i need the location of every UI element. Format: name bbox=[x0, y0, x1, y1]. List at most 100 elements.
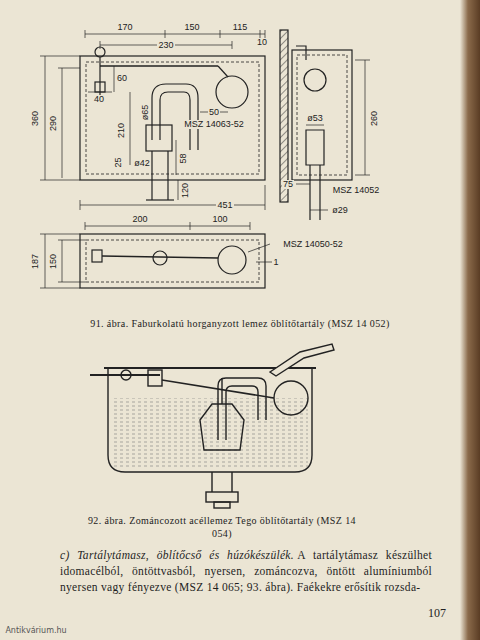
dimension-label: 187 bbox=[32, 252, 41, 269]
front-view bbox=[218, 66, 228, 77]
front-view bbox=[146, 199, 174, 200]
plan-view bbox=[190, 222, 191, 230]
tego-tank bbox=[148, 370, 162, 386]
plan-view bbox=[248, 244, 270, 252]
dimension-label: 360 bbox=[32, 109, 41, 126]
tego-tank bbox=[270, 344, 334, 376]
dimension-label: 200 bbox=[131, 215, 148, 224]
watermark: Antikvárium.hu bbox=[5, 627, 66, 635]
dimension-label: 170 bbox=[116, 23, 133, 32]
plan-view bbox=[92, 250, 102, 262]
front-view bbox=[152, 84, 198, 150]
front-view bbox=[146, 125, 172, 151]
figure-caption: 91. ábra. Faburkolatú horganyzott lemez … bbox=[50, 317, 430, 331]
side-view bbox=[365, 60, 366, 175]
dimension-label: 290 bbox=[50, 114, 59, 131]
side-view bbox=[304, 69, 326, 91]
dimension-label: 115 bbox=[232, 23, 248, 32]
dimension-lines bbox=[85, 34, 265, 35]
dimension-label: 150 bbox=[183, 23, 200, 32]
front-view bbox=[80, 47, 265, 200]
tego-tank bbox=[90, 374, 160, 376]
dimension-lines bbox=[85, 30, 86, 38]
body-paragraph: c) Tartálytámasz, öblítőcső és húzókészü… bbox=[60, 547, 432, 595]
tego-tank bbox=[90, 344, 334, 508]
side-view bbox=[296, 46, 306, 60]
plan-view bbox=[250, 222, 251, 230]
dimension-label: 100 bbox=[211, 215, 228, 224]
tego-tank bbox=[274, 381, 308, 415]
dimension-label: 60 bbox=[116, 74, 128, 83]
plan-view bbox=[86, 240, 259, 282]
dimension-lines bbox=[80, 205, 265, 206]
dimension-lines bbox=[80, 200, 81, 210]
dimension-label: ø42 bbox=[133, 159, 151, 168]
dimension-label: 150 bbox=[50, 252, 59, 269]
tego-tank bbox=[200, 404, 244, 450]
dimension-lines bbox=[40, 56, 80, 57]
dimension-lines bbox=[114, 66, 115, 92]
front-view bbox=[216, 76, 248, 108]
dimension-label: 10 bbox=[256, 38, 268, 47]
plan-view bbox=[85, 222, 86, 230]
dimension-lines bbox=[100, 41, 101, 49]
dimension-lines bbox=[232, 41, 233, 49]
side-view bbox=[306, 130, 324, 165]
dimension-lines bbox=[45, 56, 46, 180]
front-view bbox=[100, 65, 218, 67]
dimension-lines bbox=[62, 68, 63, 178]
dimension-label: MSZ 14063-52 bbox=[183, 120, 245, 129]
plan-view bbox=[40, 234, 80, 235]
side-view bbox=[280, 30, 288, 202]
side-view bbox=[355, 60, 370, 61]
front-view bbox=[80, 56, 265, 180]
dimension-lines bbox=[58, 68, 80, 69]
plan-view bbox=[45, 234, 46, 288]
dimension-lines bbox=[40, 180, 80, 181]
side-view bbox=[297, 55, 347, 175]
dimension-lines bbox=[40, 30, 265, 210]
side-view bbox=[310, 210, 328, 211]
dimension-label: 260 bbox=[371, 109, 380, 126]
dimension-label: 120 bbox=[182, 181, 191, 198]
dimension-lines bbox=[265, 185, 266, 210]
tego-tank bbox=[108, 368, 312, 472]
dimension-lines bbox=[165, 30, 166, 38]
front-view bbox=[86, 62, 259, 174]
plan-view bbox=[58, 282, 86, 283]
dimension-label: ø65 bbox=[141, 103, 150, 121]
side-view bbox=[310, 165, 320, 220]
tego-tank bbox=[112, 398, 308, 468]
side-view bbox=[355, 175, 370, 176]
plan-view bbox=[153, 251, 167, 265]
tego-tank bbox=[206, 492, 238, 502]
dimension-label: MSZ 14052 bbox=[332, 186, 381, 195]
dimension-lines bbox=[88, 92, 112, 93]
dimension-lines bbox=[178, 180, 179, 200]
tego-tank bbox=[214, 502, 230, 508]
front-view bbox=[99, 57, 100, 95]
dimension-label: 1 bbox=[272, 258, 279, 267]
plan-view bbox=[256, 262, 272, 263]
dimension-label: ø53 bbox=[306, 114, 324, 123]
figure-caption: 92. ábra. Zománcozott acéllemez Tego öbl… bbox=[87, 514, 357, 541]
front-view bbox=[152, 151, 168, 200]
dimension-label: 210 bbox=[118, 121, 127, 138]
plan-view bbox=[80, 234, 265, 288]
plan-view bbox=[40, 288, 80, 289]
section-heading: c) Tartálytámasz, öblítőcső és húzókészü… bbox=[60, 549, 294, 561]
dimension-label: MSZ 14050-52 bbox=[282, 240, 344, 249]
dimension-label: 230 bbox=[157, 41, 174, 50]
dimension-lines bbox=[220, 30, 221, 38]
page-number: 107 bbox=[428, 607, 446, 619]
plan-view bbox=[62, 240, 63, 282]
tego-tank bbox=[221, 378, 222, 404]
dimension-label: 451 bbox=[216, 201, 233, 210]
side-view bbox=[306, 125, 324, 126]
dimension-label: 40 bbox=[93, 95, 105, 104]
dimension-label: 25 bbox=[113, 156, 122, 168]
book-spine bbox=[460, 0, 480, 640]
dimension-label: 50 bbox=[208, 108, 220, 117]
dimension-lines bbox=[130, 92, 131, 165]
